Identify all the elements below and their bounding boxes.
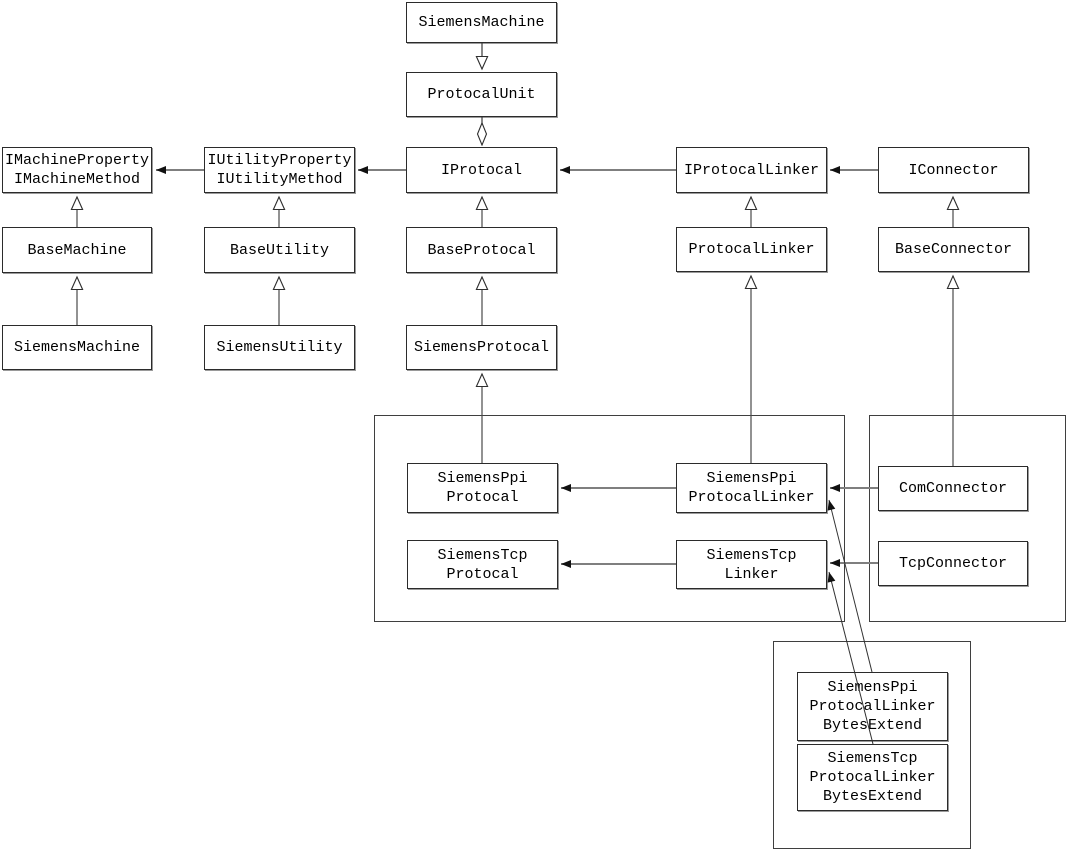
- class-box-base-protocal: BaseProtocal: [406, 227, 557, 273]
- class-box-siemens-tcp-protocal: SiemensTcp Protocal: [407, 540, 558, 589]
- class-label: ProtocalUnit: [427, 86, 536, 103]
- class-label: TcpConnector: [898, 555, 1008, 572]
- class-box-com-connector: ComConnector: [878, 466, 1028, 511]
- class-label: SiemensPpi ProtocalLinker: [688, 470, 815, 506]
- class-box-base-connector: BaseConnector: [878, 227, 1029, 272]
- class-box-siemens-machine: SiemensMachine: [2, 325, 152, 370]
- class-box-iutility-interface: IUtilityProperty IUtilityMethod: [204, 147, 355, 193]
- class-label: SiemensPpi ProtocalLinker BytesExtend: [809, 679, 936, 734]
- class-label: SiemensTcp ProtocalLinker BytesExtend: [809, 750, 936, 805]
- class-box-siemens-ppi-protocal-linker: SiemensPpi ProtocalLinker: [676, 463, 827, 513]
- class-label: SiemensTcp Protocal: [437, 546, 528, 583]
- class-box-iprotocal-linker: IProtocalLinker: [676, 147, 827, 193]
- class-label: SiemensProtocal: [413, 339, 550, 356]
- class-label: IMachineProperty IMachineMethod: [4, 152, 150, 188]
- class-box-siemens-tcp-protocal-linker-bytes-extend: SiemensTcp ProtocalLinker BytesExtend: [797, 744, 948, 811]
- class-label: SiemensTcp Linker: [706, 546, 797, 583]
- class-box-siemens-protocal: SiemensProtocal: [406, 325, 557, 370]
- class-box-imachine-interface: IMachineProperty IMachineMethod: [2, 147, 152, 193]
- class-box-siemens-tcp-linker: SiemensTcp Linker: [676, 540, 827, 589]
- group-box-connector-group: [869, 415, 1066, 622]
- class-box-iprotocal: IProtocal: [406, 147, 557, 193]
- class-label: SiemensMachine: [13, 339, 141, 356]
- class-box-base-utility: BaseUtility: [204, 227, 355, 273]
- class-label: BaseUtility: [229, 241, 330, 259]
- class-label: ComConnector: [898, 480, 1008, 497]
- class-label: IProtocal: [440, 161, 522, 179]
- class-box-siemens-ppi-protocal-linker-bytes-extend: SiemensPpi ProtocalLinker BytesExtend: [797, 672, 948, 741]
- class-label: IConnector: [908, 161, 999, 179]
- class-box-siemens-utility: SiemensUtility: [204, 325, 355, 370]
- class-label: IUtilityProperty IUtilityMethod: [207, 152, 352, 188]
- class-box-iconnector: IConnector: [878, 147, 1029, 193]
- class-label: ProtocalLinker: [688, 241, 815, 258]
- class-label: SiemensPpi Protocal: [437, 470, 528, 506]
- class-label: IProtocalLinker: [683, 161, 820, 179]
- class-box-siemens-machine-top: SiemensMachine: [406, 2, 557, 43]
- class-box-protocal-linker: ProtocalLinker: [676, 227, 827, 272]
- group-box-siemens-protocal-group: [374, 415, 845, 622]
- class-box-siemens-ppi-protocal: SiemensPpi Protocal: [407, 463, 558, 513]
- class-box-base-machine: BaseMachine: [2, 227, 152, 273]
- class-box-protocal-unit: ProtocalUnit: [406, 72, 557, 117]
- class-box-tcp-connector: TcpConnector: [878, 541, 1028, 586]
- class-label: SiemensMachine: [418, 14, 545, 31]
- class-label: BaseProtocal: [427, 241, 536, 259]
- class-label: SiemensUtility: [216, 339, 343, 356]
- class-label: BaseMachine: [27, 241, 127, 259]
- class-label: BaseConnector: [894, 241, 1013, 258]
